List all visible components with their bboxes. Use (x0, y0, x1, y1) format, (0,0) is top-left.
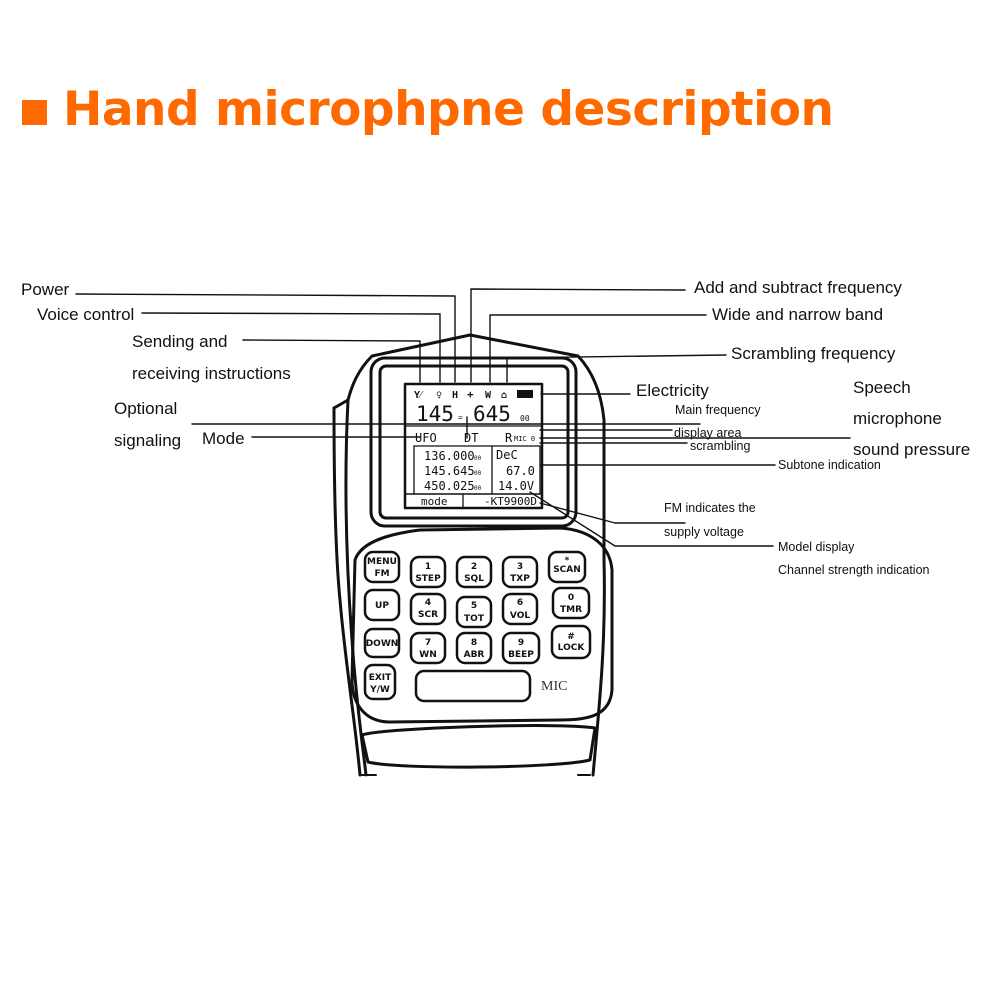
plus-icon: + (467, 388, 474, 401)
label-power: Power (21, 280, 70, 299)
key-5-tot: 5 (471, 601, 477, 611)
voice-icon: ♀ (436, 390, 442, 401)
key-menu-fm: MENU (367, 557, 397, 567)
svg-text:TOT: TOT (464, 614, 485, 624)
label-electricity: Electricity (636, 381, 709, 400)
key-down: DOWN (366, 639, 399, 649)
keypad-labels: MENU FM 1 STEP 2 SQL 3 TXP * SCAN UP 4 S… (366, 556, 586, 695)
lcd-mode-dt: DT (464, 431, 478, 445)
svg-text:WN: WN (419, 650, 436, 660)
label-wide-narrow-band: Wide and narrow band (712, 305, 884, 324)
key-hash-lock: # (567, 632, 575, 642)
label-channel-strength: Channel strength indication (778, 563, 930, 577)
lcd-channel-1-freq: 136.000 (424, 449, 475, 463)
svg-text:LOCK: LOCK (558, 643, 586, 653)
key-up: UP (375, 601, 389, 611)
svg-text:Y/W: Y/W (369, 685, 390, 695)
title-bullet-icon (22, 100, 47, 125)
lcd-channel-2-freq: 145.645 (424, 464, 475, 478)
svg-text:SQL: SQL (464, 574, 484, 584)
label-subtone-indication: Subtone indication (778, 458, 881, 472)
label-sending-line2: receiving instructions (132, 364, 291, 383)
title-block: Hand microphpne description (22, 82, 834, 137)
lcd-channel-3-freq: 450.025 (424, 479, 475, 493)
key-7-wn: 7 (425, 638, 431, 648)
key-1-step: 1 (425, 562, 431, 572)
w-icon: W (485, 390, 492, 401)
h-icon: H (452, 390, 458, 401)
signal-icon: Y⁄ (414, 390, 424, 401)
page-title: Hand microphpne description (63, 82, 834, 137)
svg-text:SCR: SCR (418, 610, 438, 620)
key-3-txp: 3 (517, 562, 523, 572)
lock-icon: ⌂ (501, 390, 507, 401)
label-fm-line1: FM indicates the (664, 501, 756, 515)
svg-text:SCAN: SCAN (553, 565, 581, 575)
key-8-abr: 8 (471, 638, 477, 648)
svg-text:STEP: STEP (415, 574, 441, 584)
key-0-tmr: 0 (568, 593, 574, 603)
svg-text:BEEP: BEEP (508, 650, 534, 660)
svg-text:ABR: ABR (464, 650, 485, 660)
lcd-channel-2-info: 67.0 (506, 464, 535, 478)
lcd-screen: Y⁄ ♀ H + W ⌂ 145 = 645 00 UFO DT R MIC 0… (414, 388, 537, 508)
lcd-main-freq-sub: 00 (520, 414, 530, 423)
lcd-main-freq-2: 645 (473, 402, 511, 426)
label-mode: Mode (202, 429, 245, 448)
label-optional-line1: Optional (114, 399, 178, 418)
label-speech-line1: Speech (853, 378, 911, 397)
key-9-beep: 9 (518, 638, 524, 648)
lcd-mode-r: R (505, 431, 513, 445)
key-4-scr: 4 (425, 598, 431, 608)
mic-label: MIC (541, 679, 567, 694)
svg-text:VOL: VOL (510, 611, 530, 621)
label-fm-line2: supply voltage (664, 525, 744, 539)
key-star-scan: * (565, 556, 570, 566)
svg-text:00: 00 (474, 470, 482, 477)
label-sending-line1: Sending and (132, 332, 228, 351)
label-model-display: Model display (778, 540, 855, 554)
label-speech-line3: sound pressure (853, 440, 971, 459)
label-main-frequency-line1: Main frequency (675, 403, 761, 417)
label-optional-line2: signaling (114, 431, 182, 450)
keypad (363, 550, 592, 703)
lcd-footer-mode: mode (421, 495, 448, 508)
label-scrambling: scrambling (690, 439, 751, 453)
label-scrambling-frequency: Scrambling frequency (731, 344, 896, 363)
svg-text:00: 00 (474, 455, 482, 462)
svg-text:00: 00 (474, 485, 482, 492)
lcd-channel-3-info: 14.0V (498, 479, 534, 493)
label-speech-line2: microphone (853, 409, 942, 428)
lcd-main-freq-1: 145 (416, 402, 454, 426)
lcd-footer-model: -KT9900D (484, 495, 537, 508)
label-voice-control: Voice control (37, 305, 135, 324)
lcd-mode-ufo: UFO (415, 431, 437, 445)
label-add-subtract-frequency: Add and subtract frequency (694, 278, 902, 297)
svg-text:TXP: TXP (510, 574, 530, 584)
key-2-sql: 2 (471, 562, 477, 572)
key-6-vol: 6 (517, 598, 523, 608)
lcd-main-freq-sep: = (458, 413, 463, 422)
battery-icon (517, 390, 533, 398)
svg-text:TMR: TMR (560, 605, 582, 615)
lcd-mode-mic: MIC 0 (514, 435, 535, 443)
lcd-channel-1-info: DeC (496, 448, 518, 462)
label-main-frequency-line2: display area (674, 426, 742, 440)
svg-text:FM: FM (374, 569, 389, 579)
key-exit-yw: EXIT (369, 673, 392, 683)
